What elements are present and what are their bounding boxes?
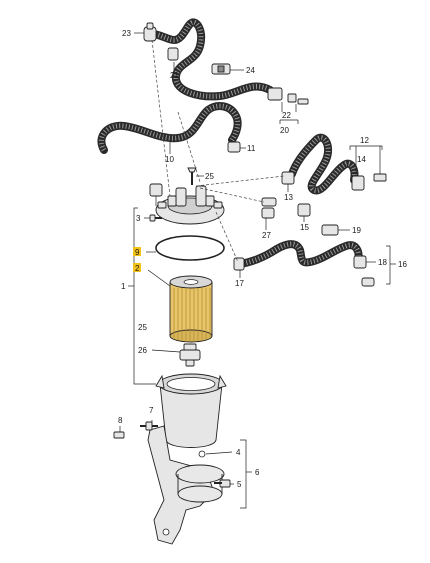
label-9: 9 <box>135 248 140 257</box>
hose-top <box>148 18 274 101</box>
label-3: 3 <box>136 214 141 223</box>
label-17: 17 <box>235 279 244 288</box>
leader-lines <box>119 32 396 509</box>
bolt-7 <box>140 421 158 431</box>
filter-head <box>155 185 225 225</box>
clip-13 <box>261 171 295 219</box>
label-15: 15 <box>300 223 309 232</box>
label-23: 23 <box>122 29 131 38</box>
part-labels: 23 21 24 22 20 11 10 25 12 14 13 27 15 1… <box>118 29 407 489</box>
label-26: 26 <box>138 346 147 355</box>
hose-lower-right <box>236 240 363 268</box>
label-8: 8 <box>118 416 123 425</box>
bolt-5 <box>214 479 231 488</box>
clip-19 <box>321 224 339 236</box>
label-4: 4 <box>236 448 241 457</box>
clip-11 <box>227 141 241 153</box>
clip-24 <box>211 63 231 75</box>
label-11: 11 <box>247 144 256 153</box>
alignment-lines <box>151 39 285 263</box>
o-ring-9 <box>155 235 225 261</box>
label-16: 16 <box>398 260 407 269</box>
label-20: 20 <box>280 126 289 135</box>
clip-13-left <box>149 183 163 197</box>
clip-21 <box>167 47 179 61</box>
label-13: 13 <box>284 193 293 202</box>
connector-18-16 <box>353 255 375 287</box>
label-5: 5 <box>237 480 242 489</box>
hose-12 <box>288 133 359 195</box>
connector-22-20 <box>267 87 309 105</box>
bolt-25 <box>187 167 197 185</box>
label-19: 19 <box>352 226 361 235</box>
label-2: 2 <box>135 264 140 273</box>
label-24: 24 <box>246 66 255 75</box>
label-18: 18 <box>378 258 387 267</box>
clip-23 <box>143 22 157 42</box>
label-1: 1 <box>121 282 126 291</box>
highlight-marks <box>133 247 141 272</box>
washer-4 <box>198 450 206 458</box>
mounting-bracket <box>147 425 225 545</box>
filter-housing <box>155 373 227 448</box>
label-7: 7 <box>149 406 154 415</box>
label-25-bottom: 25 <box>138 323 147 332</box>
label-22: 22 <box>282 111 291 120</box>
hose-10 <box>97 102 242 154</box>
label-10: 10 <box>165 155 174 164</box>
label-12: 12 <box>360 136 369 145</box>
clip-15 <box>297 203 311 217</box>
label-25-top: 25 <box>205 172 214 181</box>
filter-element-2 <box>169 275 213 343</box>
clip-17 <box>233 257 245 271</box>
label-6: 6 <box>255 468 260 477</box>
label-21: 21 <box>170 71 179 80</box>
label-14: 14 <box>357 155 366 164</box>
valve-26 <box>179 343 201 367</box>
label-27: 27 <box>262 231 271 240</box>
connector-14 <box>351 173 387 191</box>
bolt-8 <box>113 431 125 439</box>
